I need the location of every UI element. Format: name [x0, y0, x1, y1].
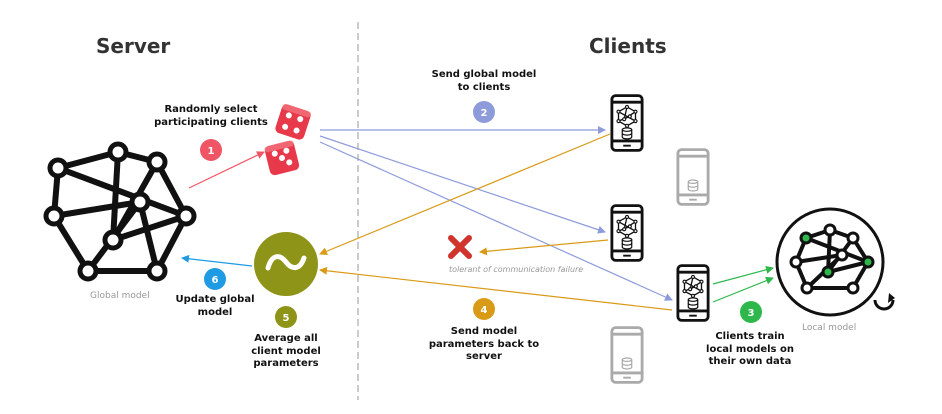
step-6-line-1: Update global: [175, 294, 255, 305]
client-phone-active-2: [610, 204, 644, 262]
svg-text:3: 3: [748, 308, 755, 319]
step-6-line-2: model: [197, 306, 233, 318]
average-node: [254, 232, 318, 296]
step-badge-5: 5: [275, 306, 297, 328]
step-4-text: Send model parameters back to server: [424, 326, 544, 364]
step-3-line-1: Clients train: [715, 331, 785, 342]
dice-icon: [264, 103, 312, 176]
update-global-arrow: [181, 254, 253, 267]
send-model-arrows: [319, 126, 673, 301]
svg-text:6: 6: [212, 275, 219, 286]
client-phone-inactive-2: [610, 326, 644, 384]
select-clients-arrow: [188, 151, 265, 189]
x-mark-icon: [448, 235, 472, 259]
step-5-line-1: Average all: [254, 333, 318, 344]
step-3-text: Clients train local models on their own …: [700, 331, 800, 369]
step-3-line-3: their own data: [708, 356, 792, 367]
global-model-network: [43, 141, 197, 282]
svg-text:2: 2: [481, 108, 488, 119]
step-badge-2: 2: [473, 101, 495, 123]
client-phone-active-1: [610, 94, 644, 152]
return-params-arrows: [319, 133, 673, 311]
step-5-line-3: parameters: [253, 358, 319, 369]
step-2-line-1: Send global model: [431, 69, 537, 80]
step-badge-3: 3: [740, 301, 762, 323]
step-4-line-2: parameters back to: [428, 338, 540, 350]
step-6-text: Update global model: [170, 294, 260, 319]
local-model: [775, 207, 895, 317]
step-4-line-1: Send model: [450, 326, 518, 337]
train-local-arrows: [712, 265, 774, 303]
step-badge-1: 1: [200, 139, 222, 161]
client-phone-inactive-1: [676, 148, 710, 206]
svg-text:5: 5: [283, 313, 290, 324]
circular-arrow-icon: [873, 293, 895, 311]
step-2-line-2: to clients: [457, 81, 511, 93]
tolerant-failure-label: tolerant of communication failure: [449, 265, 584, 274]
step-2-text: Send global model to clients: [424, 69, 544, 94]
local-model-label: Local model: [802, 323, 857, 333]
step-4-line-3: server: [466, 351, 502, 362]
step-5-line-2: client model: [251, 345, 321, 357]
client-phone-active-3: [676, 264, 710, 322]
global-model-label: Global model: [90, 291, 150, 301]
tilde-icon: [265, 254, 307, 271]
step-badge-6: 6: [204, 268, 226, 290]
svg-text:1: 1: [208, 146, 215, 157]
step-1-line-1: Randomly select: [164, 104, 258, 115]
clients-title: Clients: [589, 34, 667, 58]
step-1-line-2: participating clients: [154, 116, 268, 128]
step-3-line-2: local models on: [706, 343, 794, 355]
step-5-text: Average all client model parameters: [241, 333, 331, 371]
svg-text:4: 4: [481, 305, 488, 316]
step-1-text: Randomly select participating clients: [148, 104, 274, 129]
server-title: Server: [96, 34, 171, 58]
step-badge-4: 4: [473, 298, 495, 320]
